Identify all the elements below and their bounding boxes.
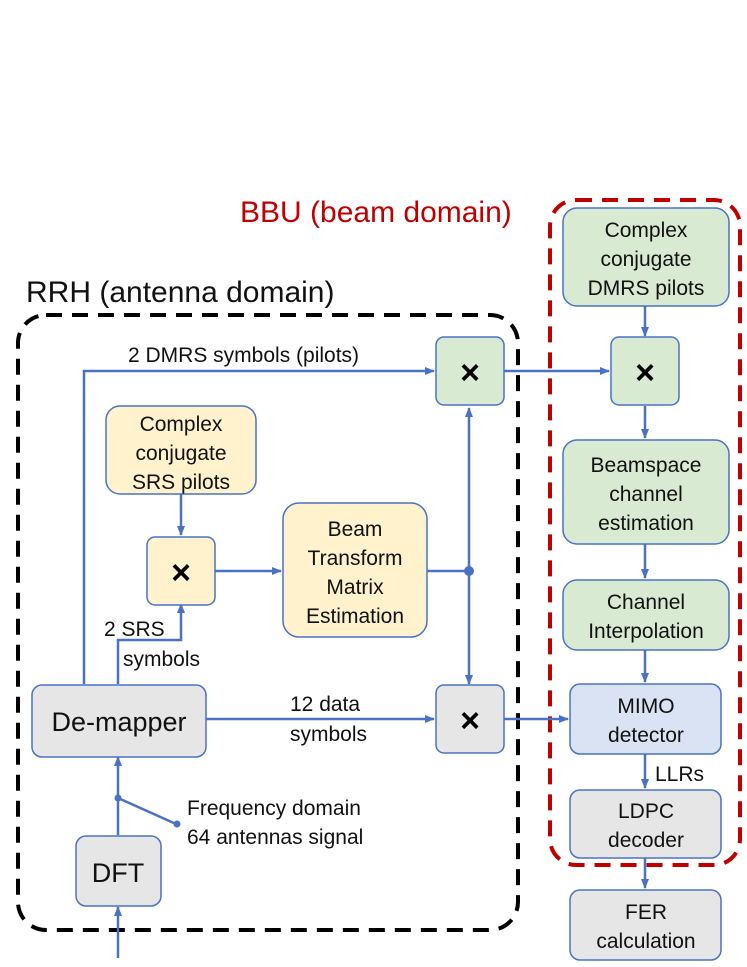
dmrs-symbols-label: 2 DMRS symbols (pilots) [128,344,359,367]
svg-text:DMRS pilots: DMRS pilots [588,277,705,300]
beam-transform-box: Beam Transform Matrix Estimation [282,502,428,638]
svg-text:calculation: calculation [596,930,695,953]
svg-text:LDPC: LDPC [618,800,674,823]
signal-tap-dot [114,794,122,802]
svg-text:decoder: decoder [608,829,684,852]
fer-calculation-box: FER calculation [569,889,722,961]
dft-box: DFT [75,835,162,907]
svg-text:FER: FER [625,901,667,924]
svg-text:conjugate: conjugate [600,248,691,271]
svg-text:Complex: Complex [605,219,688,242]
ldpc-decoder-box: LDPC decoder [569,789,722,859]
svg-text:Interpolation: Interpolation [588,620,704,643]
svg-text:Beam: Beam [328,518,383,541]
conj-srs-pilots-box: Complex conjugate SRS pilots [105,405,257,495]
data-symbols-label-2: symbols [290,723,367,746]
rrh-data-multiplier-box: × [435,684,505,754]
freq-signal-label-2: 64 antennas signal [187,826,363,849]
svg-text:De-mapper: De-mapper [51,707,186,737]
svg-text:Matrix: Matrix [326,576,384,599]
srs-symbols-label-1: 2 SRS [104,618,165,641]
rrh-dmrs-multiplier-box: × [435,336,505,406]
mimo-detector-box: MIMO detector [569,683,722,755]
svg-text:×: × [460,702,480,740]
demapper-box: De-mapper [31,684,207,758]
svg-text:conjugate: conjugate [135,442,226,465]
data-symbols-label-1: 12 data [290,693,360,716]
srs-multiplier-box: × [146,536,216,606]
bbu-region-label: BBU (beam domain) [240,196,512,229]
svg-text:Channel: Channel [607,591,685,614]
svg-text:×: × [635,354,655,392]
connectors [82,306,649,958]
svg-text:channel: channel [609,483,683,506]
svg-text:detector: detector [608,724,684,747]
bbu-multiplier-box: × [610,336,680,406]
rrh-region-label: RRH (antenna domain) [26,276,334,309]
bbu-conj-dmrs-box: Complex conjugate DMRS pilots [562,207,730,307]
channel-interpolation-box: Channel Interpolation [562,579,730,651]
freq-signal-label-1: Frequency domain [187,797,361,820]
beamspace-estimation-box: Beamspace channel estimation [562,439,730,545]
junction-dot [464,566,474,576]
svg-text:Estimation: Estimation [306,605,404,628]
svg-text:MIMO: MIMO [617,695,674,718]
svg-text:SRS pilots: SRS pilots [132,471,230,494]
llrs-label: LLRs [655,763,704,786]
svg-text:×: × [460,354,480,392]
svg-text:×: × [171,554,191,592]
srs-symbols-label-2: symbols [123,648,200,671]
svg-text:Transform: Transform [308,547,403,570]
svg-text:Beamspace: Beamspace [591,454,702,477]
rrh-region [16,313,520,932]
svg-text:Complex: Complex [140,413,223,436]
signal-tap-end [173,820,181,828]
svg-text:DFT: DFT [92,858,144,888]
svg-text:estimation: estimation [598,512,694,535]
